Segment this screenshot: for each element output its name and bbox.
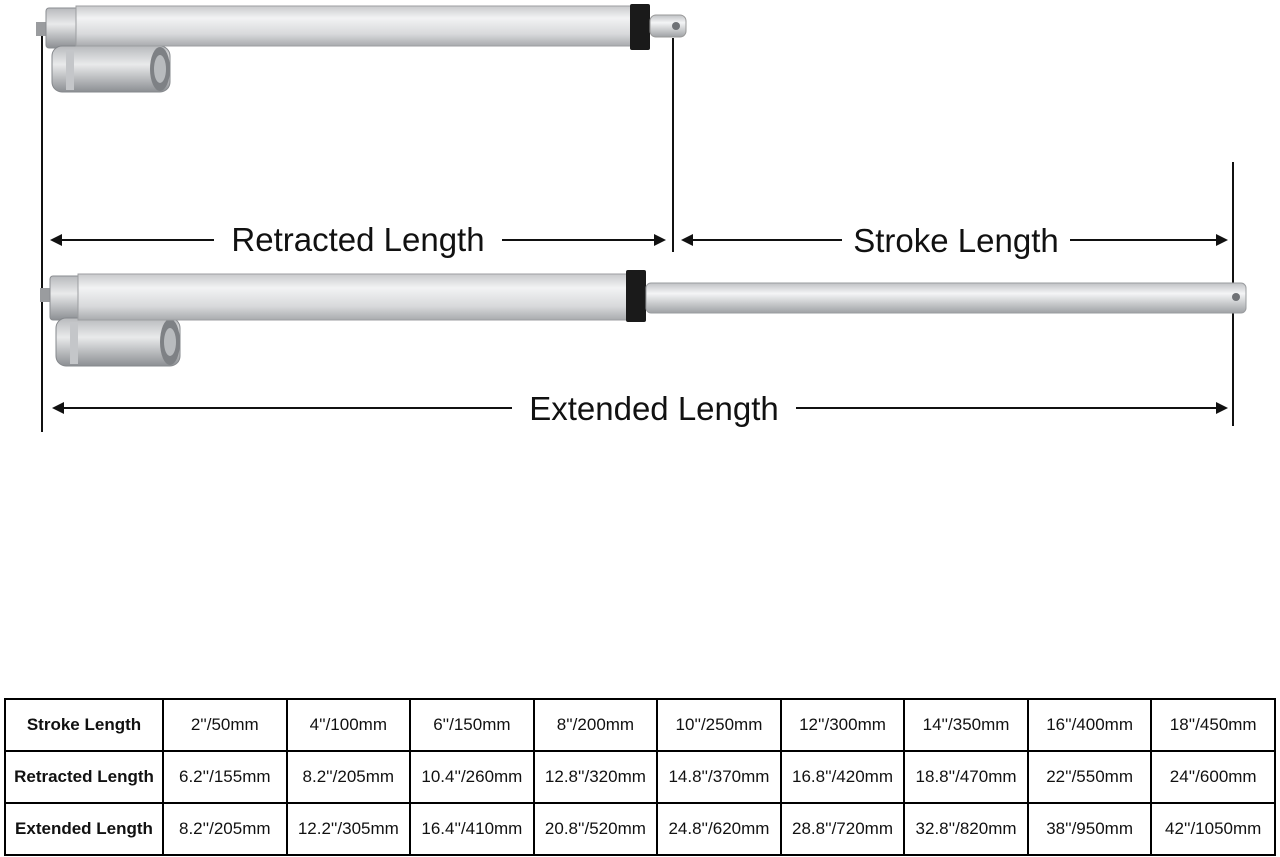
table-cell: 18''/450mm: [1150, 698, 1276, 752]
extended-length-label: Extended Length: [529, 390, 779, 427]
linear-actuator-retracted-icon: [36, 4, 687, 93]
table-cell: 16.4''/410mm: [409, 802, 535, 856]
table-cell: 32.8''/820mm: [903, 802, 1029, 856]
linear-actuator-extended-icon: [40, 270, 1247, 367]
table-cell: 16''/400mm: [1026, 698, 1153, 752]
row-header: Extended Length: [4, 802, 164, 856]
table-cell: 4''/100mm: [285, 698, 412, 752]
table-cell: 8.2''/205mm: [162, 802, 288, 856]
table-cell: 8''/200mm: [532, 698, 659, 752]
table-cell: 6''/150mm: [409, 698, 535, 752]
table-cell: 12.2''/305mm: [285, 802, 412, 856]
table-cell: 2''/50mm: [162, 698, 288, 752]
table-cell: 22''/550mm: [1026, 750, 1153, 804]
table-cell: 10''/250mm: [656, 698, 782, 752]
table-cell: 16.8''/420mm: [779, 750, 906, 804]
table-cell: 12.8''/320mm: [532, 750, 659, 804]
table-cell: 6.2''/155mm: [162, 750, 288, 804]
stroke-length-label: Stroke Length: [853, 222, 1058, 259]
table-row-stroke: Stroke Length 2''/50mm 4''/100mm 6''/150…: [4, 698, 1276, 752]
table-cell: 24''/600mm: [1150, 750, 1276, 804]
table-cell: 20.8''/520mm: [532, 802, 659, 856]
table-cell: 42''/1050mm: [1150, 802, 1276, 856]
table-cell: 14''/350mm: [903, 698, 1029, 752]
row-header: Retracted Length: [4, 750, 164, 804]
table-cell: 38''/950mm: [1026, 802, 1153, 856]
dimension-arrows: [50, 234, 1228, 414]
length-spec-table: Stroke Length 2''/50mm 4''/100mm 6''/150…: [4, 698, 1276, 856]
table-cell: 12''/300mm: [779, 698, 906, 752]
table-cell: 18.8''/470mm: [903, 750, 1029, 804]
table-row-extended: Extended Length 8.2''/205mm 12.2''/305mm…: [4, 802, 1276, 856]
table-cell: 24.8''/620mm: [656, 802, 782, 856]
actuator-dimension-diagram: Retracted Length Stroke Length Extended …: [36, 4, 1247, 432]
table-cell: 28.8''/720mm: [779, 802, 906, 856]
table-row-retracted: Retracted Length 6.2''/155mm 8.2''/205mm…: [4, 750, 1276, 804]
table-cell: 14.8''/370mm: [656, 750, 782, 804]
table-cell: 10.4''/260mm: [409, 750, 535, 804]
row-header: Stroke Length: [4, 698, 164, 752]
retracted-length-label: Retracted Length: [231, 221, 484, 258]
table-cell: 8.2''/205mm: [285, 750, 412, 804]
